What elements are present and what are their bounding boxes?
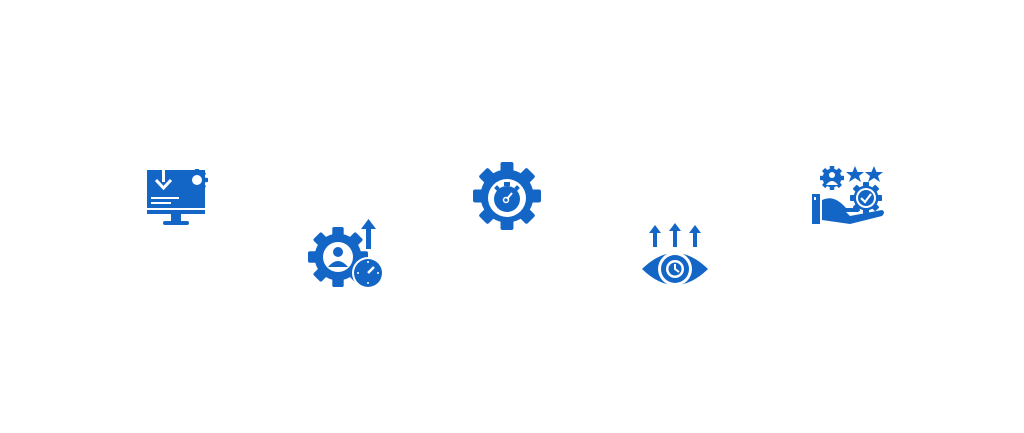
gear-stopwatch-icon — [471, 160, 543, 232]
hand-quality-badge-icon — [810, 164, 886, 228]
eye-clock-arrows-icon — [640, 223, 710, 289]
gear-user-speed-icon — [308, 217, 384, 291]
monitor-download-gear-icon — [145, 164, 215, 230]
